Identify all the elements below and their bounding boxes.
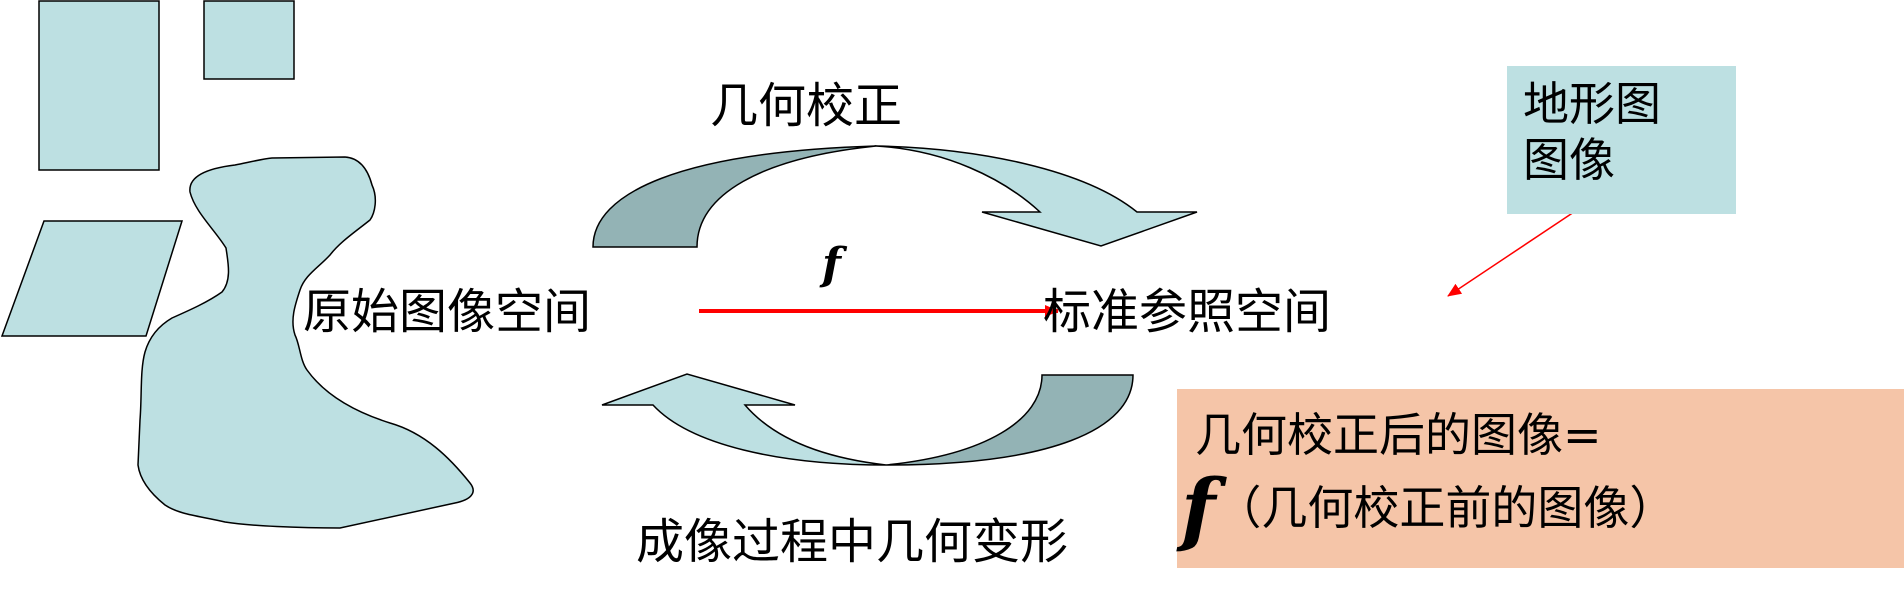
- topographic-map-box: 地形图 图像: [1507, 66, 1736, 214]
- parallelogram-shape: [0, 220, 184, 337]
- formula-f-symbol: f: [1181, 461, 1216, 555]
- source-space-label: 原始图像空间: [303, 284, 592, 340]
- geometric-correction-label: 几何校正: [710, 78, 903, 134]
- map-box-line1: 地形图: [1523, 77, 1661, 131]
- top-arrow-shadow-segment: [592, 145, 877, 248]
- bottom-arrow-head-segment: [601, 373, 887, 466]
- formula-line2: f（几何校正前的图像）: [1181, 468, 1904, 548]
- bottom-arrow-shadow-segment: [885, 374, 1134, 466]
- target-space-label: 标准参照空间: [1043, 284, 1332, 340]
- function-f-label: f: [822, 239, 841, 290]
- irregular-image-shape: [137, 156, 474, 529]
- formula-line1: 几何校正后的图像=: [1195, 408, 1602, 462]
- top-curved-arrow: [592, 145, 1198, 248]
- formula-line2-text: （几何校正前的图像）: [1215, 481, 1676, 535]
- top-arrow-head-segment: [875, 145, 1198, 247]
- imaging-distortion-label: 成像过程中几何变形: [636, 514, 1069, 570]
- callout-pointer: [1447, 207, 1581, 297]
- map-box-line2: 图像: [1523, 133, 1615, 187]
- bottom-curved-arrow: [601, 373, 1134, 466]
- formula-box: 几何校正后的图像= f（几何校正前的图像）: [1177, 389, 1904, 568]
- small-rectangle-shape: [203, 0, 295, 80]
- tall-rectangle-shape: [38, 0, 160, 171]
